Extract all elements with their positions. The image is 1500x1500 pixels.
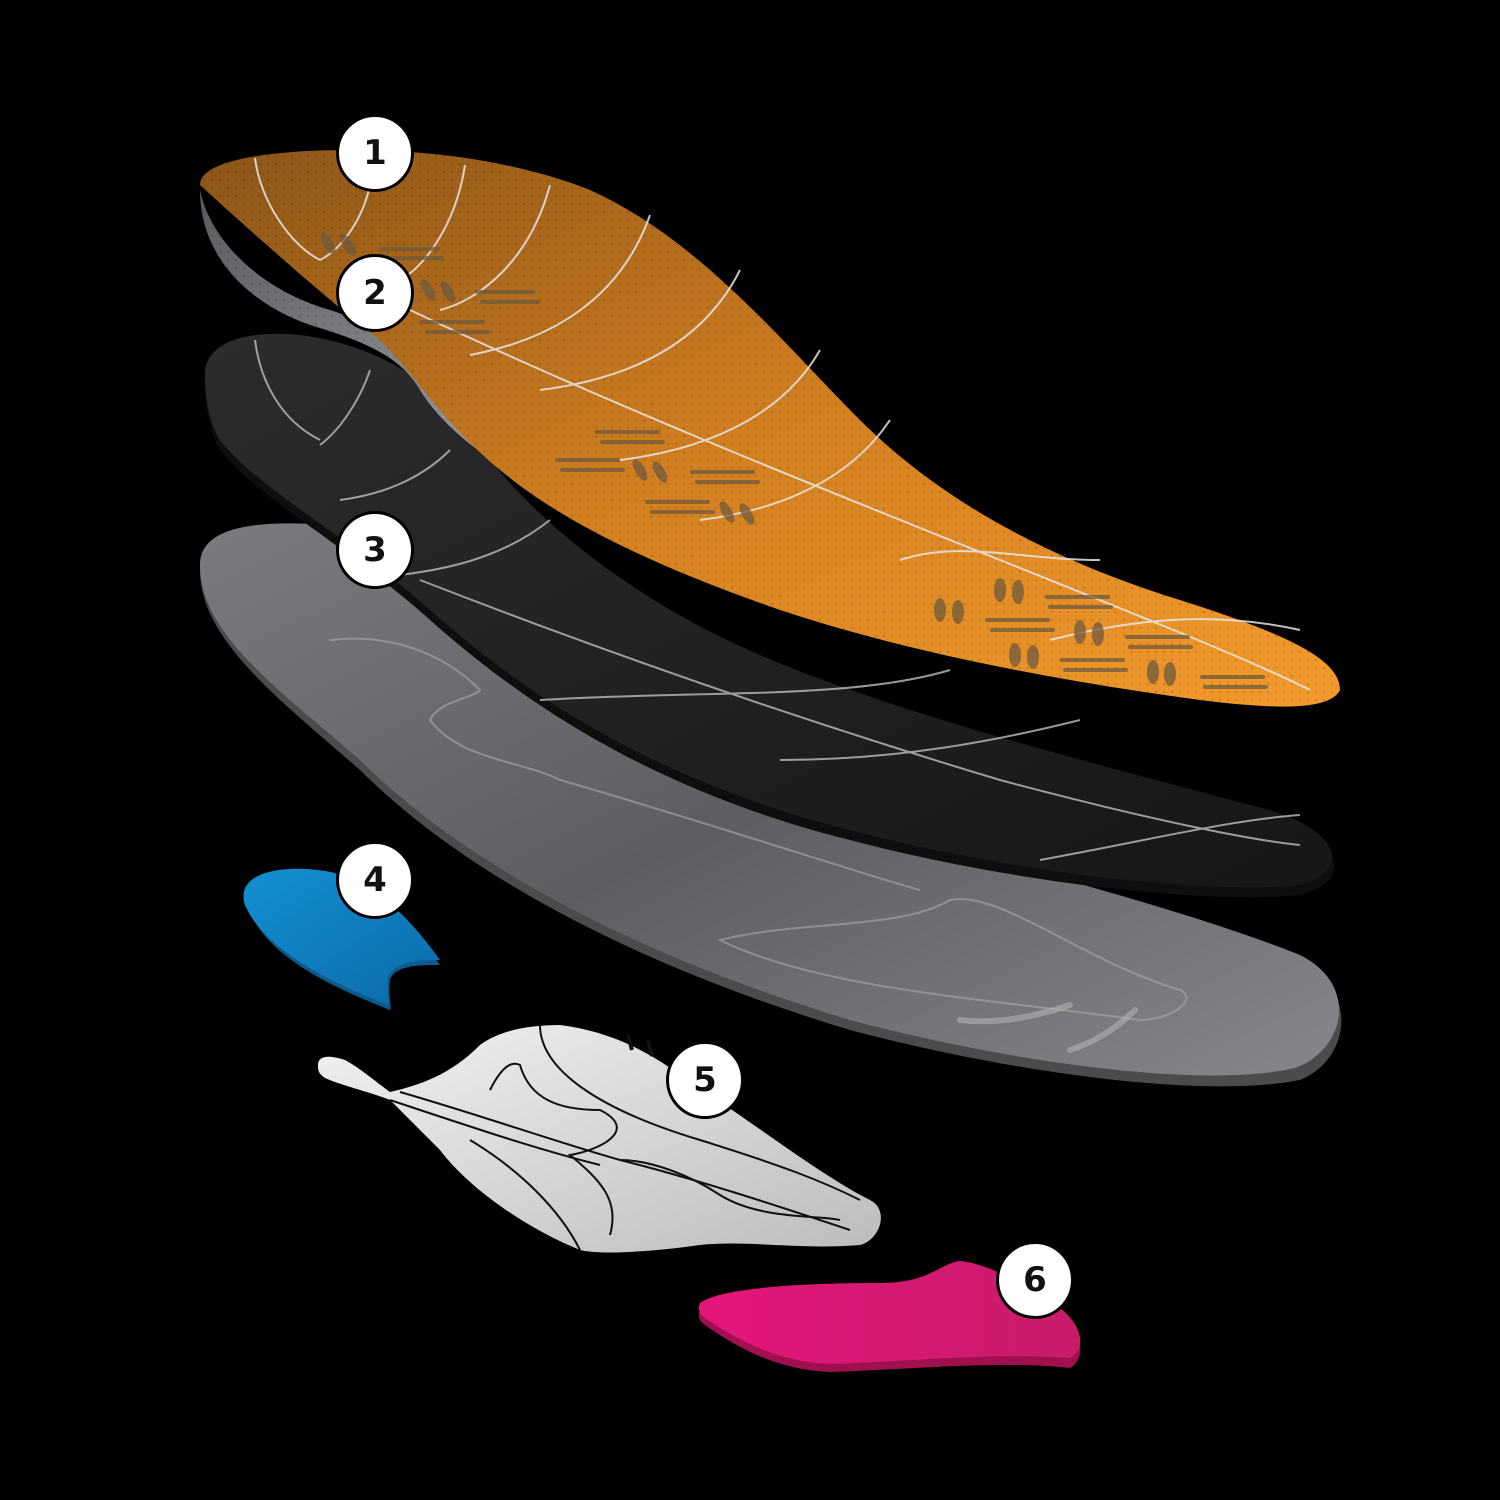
callout-4: 4 [336, 841, 414, 919]
pink-forefoot-pad [698, 1261, 1081, 1372]
top-cover-layer [200, 150, 1340, 707]
callout-3: 3 [336, 511, 414, 589]
callout-2: 2 [336, 254, 414, 332]
black-mid-layer [205, 333, 1335, 898]
callout-1: 1 [336, 114, 414, 192]
callout-5: 5 [666, 1041, 744, 1119]
blue-heel-pad [243, 868, 440, 1010]
grip-marks [320, 232, 1268, 689]
callout-6: 6 [996, 1241, 1074, 1319]
white-support-shell [318, 1024, 881, 1253]
